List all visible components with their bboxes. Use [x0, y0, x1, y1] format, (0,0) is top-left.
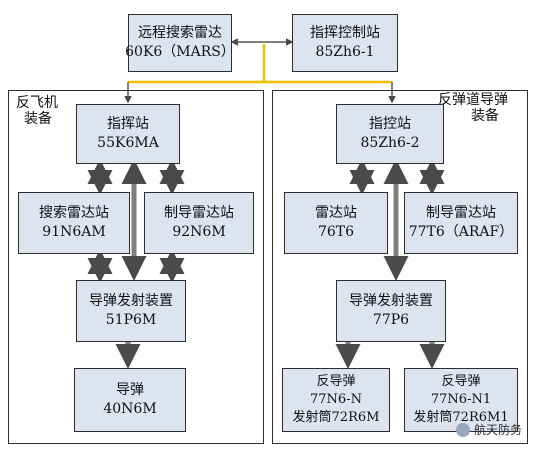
radar-station: 雷达站 76T6	[284, 192, 388, 254]
right-guidance-radar-station: 制导雷达站 77T6（ARAF）	[404, 192, 518, 254]
antimissile-a-canister: 发射筒72R6M	[292, 410, 380, 425]
anti-aircraft-label: 反飞机 装备	[16, 95, 58, 127]
anti-ballistic-label: 反弹道导弹 装备	[438, 92, 508, 124]
right-command-station: 指控站 85Zh6-2	[336, 104, 444, 164]
watermark-text: 航天防务	[473, 423, 522, 437]
watermark-logo-icon	[455, 422, 470, 437]
right-guidance-radar-name: 制导雷达站	[426, 205, 496, 221]
left-connectors	[87, 159, 185, 369]
antimissile-77n6-n: 反导弹 77N6-N 发射筒72R6M	[282, 368, 390, 432]
radar-station-name: 雷达站	[315, 205, 357, 221]
long-range-radar-name: 远程搜索雷达	[138, 25, 222, 41]
left-guidance-radar-model: 92N6M	[172, 224, 226, 240]
antimissile-a-name: 反导弹	[316, 374, 356, 389]
anti-ballistic-group	[272, 90, 528, 444]
antimissile-b-model: 77N6-N1	[430, 392, 492, 407]
search-radar-model: 91N6AM	[42, 224, 106, 240]
long-range-search-radar: 远程搜索雷达 60K6（MARS）	[125, 14, 235, 72]
radar-station-model: 76T6	[317, 224, 355, 240]
missile: 导弹 40N6M	[74, 368, 186, 432]
antimissile-a-model: 77N6-N	[310, 392, 362, 407]
command-control-name: 指挥控制站	[310, 25, 380, 41]
left-command-station: 指挥站 55K6MA	[76, 104, 180, 164]
missile-name: 导弹	[116, 382, 144, 398]
antimissile-b-canister: 发射筒72R6M1	[413, 410, 509, 425]
search-radar-station: 搜索雷达站 91N6AM	[18, 192, 130, 254]
watermark: 航天防务	[455, 421, 522, 438]
left-launcher-name: 导弹发射装置	[89, 293, 173, 309]
right-connectors	[335, 159, 445, 369]
left-guidance-radar-name: 制导雷达站	[164, 205, 234, 221]
right-command-model: 85Zh6-2	[360, 135, 420, 151]
right-launcher-model: 77P6	[372, 312, 410, 328]
right-command-name: 指控站	[369, 116, 411, 132]
right-launcher-name: 导弹发射装置	[349, 293, 433, 309]
antimissile-b-name: 反导弹	[441, 374, 481, 389]
left-missile-launcher: 导弹发射装置 51P6M	[76, 280, 186, 342]
missile-model: 40N6M	[103, 401, 157, 417]
anti-aircraft-group	[8, 90, 264, 444]
antimissile-77n6-n1: 反导弹 77N6-N1 发射筒72R6M1	[404, 368, 518, 432]
right-missile-launcher: 导弹发射装置 77P6	[336, 280, 446, 342]
search-radar-name: 搜索雷达站	[39, 205, 109, 221]
long-range-radar-model: 60K6（MARS）	[125, 44, 235, 60]
right-guidance-radar-model: 77T6（ARAF）	[408, 224, 514, 240]
command-control-station: 指挥控制站 85Zh6-1	[292, 14, 398, 72]
command-bus	[128, 44, 392, 84]
left-command-name: 指挥站	[107, 116, 149, 132]
left-command-model: 55K6MA	[97, 135, 159, 151]
left-guidance-radar-station: 制导雷达站 92N6M	[144, 192, 254, 254]
left-launcher-model: 51P6M	[105, 312, 157, 328]
command-control-model: 85Zh6-1	[315, 44, 375, 60]
